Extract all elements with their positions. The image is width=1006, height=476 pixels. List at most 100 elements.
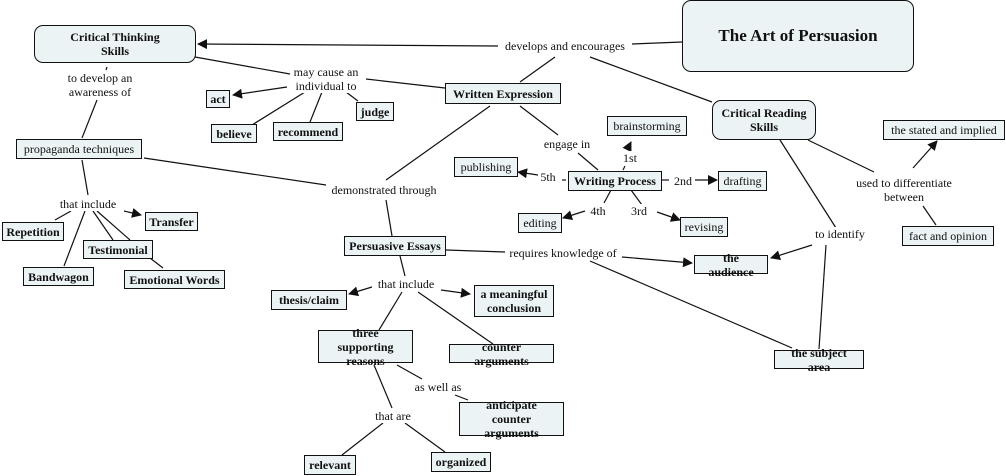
edge (385, 105, 491, 181)
revising-node[interactable]: revising (680, 217, 728, 237)
edge (589, 56, 713, 103)
link-to-identify: to identify (813, 227, 867, 241)
edge (396, 364, 423, 380)
edge-arrow (197, 39, 499, 50)
edge (577, 152, 599, 171)
main-topic-node[interactable]: The Art of Persuasion (682, 0, 914, 72)
brainstorming-node[interactable]: brainstorming (607, 116, 687, 136)
critical-thinking-skills-node[interactable]: Critical Thinking Skills (34, 25, 196, 63)
link-2nd: 2nd (672, 174, 694, 188)
believe-node[interactable]: believe (211, 124, 257, 143)
link-that-include-propaganda: that include (57, 197, 119, 211)
edge (251, 91, 306, 126)
anticipate-counter-arguments-node[interactable]: anticipate counter arguments (459, 398, 564, 440)
edge-arrow (232, 86, 288, 99)
edge (818, 244, 827, 350)
three-supporting-reasons-node[interactable]: three supporting reasons (318, 326, 413, 368)
edge-arrow (912, 140, 938, 169)
editing-node[interactable]: editing (518, 213, 562, 233)
edge (922, 205, 937, 226)
edge (149, 257, 164, 269)
link-4th: 4th (588, 204, 608, 218)
thesis-claim-node[interactable]: thesis/claim (271, 290, 347, 310)
edge (417, 291, 494, 345)
repetition-node[interactable]: Repetition (2, 222, 64, 241)
edge (589, 260, 793, 349)
edge (365, 78, 446, 89)
edge (341, 422, 384, 456)
the-subject-area-node[interactable]: the subject area (774, 346, 864, 374)
link-1st: 1st (620, 151, 640, 165)
written-expression-node[interactable]: Written Expression (445, 83, 561, 104)
edge-arrow (656, 211, 681, 222)
link-demonstrated-through: demonstrated through (329, 183, 439, 197)
edge (385, 199, 393, 237)
edge (454, 394, 469, 401)
edge (519, 56, 556, 83)
drafting-node[interactable]: drafting (718, 171, 767, 191)
edge (309, 91, 323, 123)
publishing-node[interactable]: publishing (454, 157, 518, 177)
link-as-well-as: as well as (412, 380, 464, 394)
edge (807, 139, 875, 173)
link-that-include-essays: that include (375, 277, 437, 291)
link-3rd: 3rd (629, 204, 649, 218)
testimonial-node[interactable]: Testimonial (83, 240, 153, 259)
edge-arrow (770, 244, 813, 261)
link-used-to-differentiate: used to differentiate between (854, 176, 954, 204)
edge (404, 422, 446, 453)
edge-arrow (621, 256, 693, 268)
edge-arrow (440, 287, 471, 298)
edge (194, 56, 291, 75)
edge-arrow (348, 286, 373, 297)
critical-reading-skills-node[interactable]: Critical Reading Skills (712, 100, 816, 140)
recommend-node[interactable]: recommend (273, 122, 343, 141)
edge (603, 189, 612, 204)
edge (81, 99, 98, 139)
edge (63, 210, 86, 267)
writing-process-node[interactable]: Writing Process (568, 171, 662, 191)
edge (779, 139, 837, 229)
relevant-node[interactable]: relevant (304, 455, 356, 475)
link-requires-knowledge-of: requires knowledge of (507, 246, 619, 260)
edge (54, 210, 72, 221)
edge (378, 291, 403, 331)
link-to-develop-awareness: to develop an awareness of (65, 71, 135, 99)
transfer-node[interactable]: Transfer (145, 212, 198, 231)
the-audience-node[interactable]: the audience (694, 251, 768, 279)
edge (345, 91, 359, 102)
link-5th: 5th (538, 170, 558, 184)
edge (399, 255, 406, 277)
edge (81, 159, 89, 196)
link-may-cause: may cause an individual to (291, 65, 361, 93)
edge (373, 364, 393, 409)
act-node[interactable]: act (206, 90, 230, 108)
link-engage-in: engage in (541, 137, 593, 151)
emotional-words-node[interactable]: Emotional Words (124, 270, 225, 289)
edge (630, 189, 643, 206)
edge (96, 210, 131, 241)
edge-arrow (123, 208, 142, 218)
edge-arrow (562, 210, 586, 221)
edge (105, 66, 108, 71)
fact-and-opinion-node[interactable]: fact and opinion (902, 226, 994, 246)
edge-arrow (517, 168, 539, 179)
judge-node[interactable]: judge (356, 102, 394, 121)
edge (519, 105, 559, 136)
counter-arguments-node[interactable]: counter arguments (449, 340, 554, 368)
edge (143, 157, 327, 186)
stated-and-implied-node[interactable]: the stated and implied (883, 120, 1005, 140)
edge-arrow (622, 141, 632, 153)
organized-node[interactable]: organized (431, 452, 491, 472)
propaganda-techniques-node[interactable]: propaganda techniques (16, 139, 142, 159)
bandwagon-node[interactable]: Bandwagon (23, 267, 94, 286)
edge (631, 41, 683, 45)
edge (622, 165, 626, 171)
link-that-are: that are (373, 409, 413, 423)
meaningful-conclusion-node[interactable]: a meaningful conclusion (474, 285, 554, 317)
persuasive-essays-node[interactable]: Persuasive Essays (344, 236, 446, 256)
edge (92, 210, 114, 241)
edge (445, 249, 506, 253)
link-develops-and-encourages: develops and encourages (503, 39, 627, 53)
